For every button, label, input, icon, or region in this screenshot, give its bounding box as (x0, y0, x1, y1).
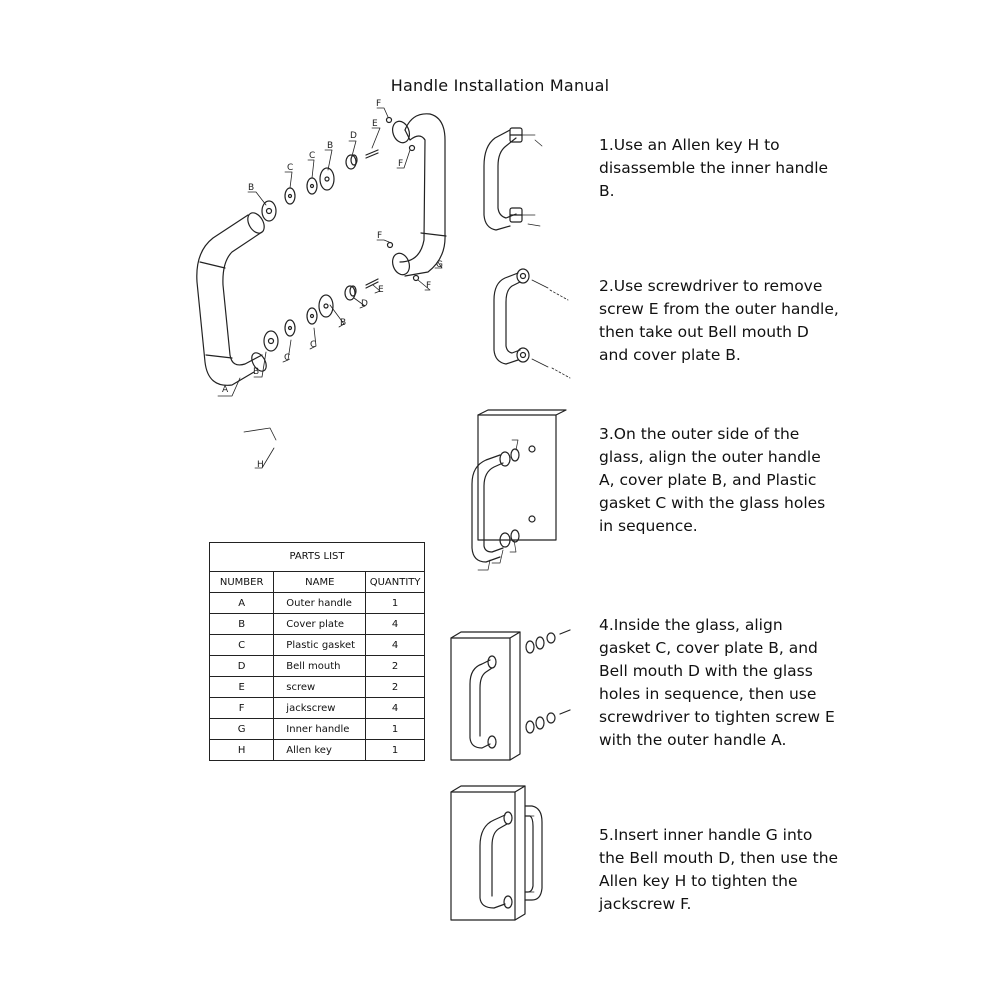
parts-list-header-row: NUMBER NAME QUANTITY (208, 571, 425, 593)
parts-list-title: PARTS LIST (209, 542, 425, 571)
part-number: A (208, 592, 275, 614)
part-name: Outer handle (273, 592, 367, 614)
part-name: Inner handle (273, 718, 367, 740)
label-b-lower-2: B (340, 318, 346, 328)
table-row: D Bell mouth 2 (208, 655, 425, 677)
exploded-parts-top (261, 116, 416, 222)
step5-glass-drawing (450, 785, 543, 921)
page-title: Handle Installation Manual (390, 76, 610, 95)
label-h: H (257, 460, 264, 470)
part-quantity: 1 (365, 718, 425, 740)
part-quantity: 1 (365, 592, 425, 614)
table-row: F jackscrew 4 (208, 697, 425, 719)
part-name: screw (273, 676, 367, 698)
label-e-upper: E (372, 119, 378, 129)
step-1-text: 1.Use an Allen key H to disassemble the … (599, 136, 829, 200)
part-quantity: 4 (365, 697, 425, 719)
step-5-text: 5.Insert inner handle G into the Bell mo… (599, 826, 839, 913)
outer-handle-a-drawing (196, 212, 267, 386)
step2-handle-drawing (493, 268, 571, 379)
step-3-text: 3.On the outer side of the glass, align … (599, 425, 826, 535)
table-row: A Outer handle 1 (208, 592, 425, 614)
step3-glass-drawing (471, 409, 567, 571)
step-2-text: 2.Use screwdriver to remove screw E from… (599, 277, 839, 364)
label-g: G (436, 260, 443, 270)
leader-lines (217, 107, 443, 469)
diagram-label-group: A B C C B D E F G F B C C B D E F F H (222, 99, 443, 470)
parts-list-table: PARTS LIST NUMBER NAME QUANTITY A Outer … (208, 542, 425, 761)
label-b-upper-2: B (327, 141, 333, 151)
part-name: Plastic gasket (273, 634, 367, 656)
header-quantity: QUANTITY (365, 571, 425, 593)
label-e-lower: E (378, 285, 384, 295)
part-number: G (208, 718, 275, 740)
label-c-upper: C (287, 163, 293, 173)
part-quantity: 1 (365, 739, 425, 761)
part-quantity: 4 (365, 613, 425, 635)
part-number: F (208, 697, 275, 719)
part-number: H (208, 739, 275, 761)
table-row: B Cover plate 4 (208, 613, 425, 635)
label-d-upper: D (350, 131, 357, 141)
label-c-lower-2: C (310, 340, 316, 350)
step1-handle-drawing (483, 127, 543, 231)
table-row: E screw 2 (208, 676, 425, 698)
part-number: B (208, 613, 275, 635)
label-b-upper: B (248, 183, 254, 193)
exploded-parts-bottom (263, 241, 420, 352)
part-quantity: 2 (365, 676, 425, 698)
part-quantity: 4 (365, 634, 425, 656)
label-b-lower: B (253, 367, 259, 377)
label-c-lower-1: C (284, 353, 290, 363)
step4-glass-drawing (450, 629, 571, 761)
part-number: E (208, 676, 275, 698)
step-4-text: 4.Inside the glass, align gasket C, cove… (599, 616, 835, 749)
header-number: NUMBER (208, 571, 275, 593)
label-a: A (222, 385, 229, 395)
header-name: NAME (273, 571, 367, 593)
label-f-mid: F (377, 231, 382, 241)
label-d-lower: D (361, 299, 368, 309)
part-name: Allen key (273, 739, 367, 761)
label-f-lower: F (426, 281, 431, 291)
label-f-upper: F (376, 99, 381, 109)
part-name: Bell mouth (273, 655, 367, 677)
table-row: H Allen key 1 (208, 739, 425, 761)
table-row: C Plastic gasket 4 (208, 634, 425, 656)
label-c-upper-2: C (309, 151, 315, 161)
part-number: C (208, 634, 275, 656)
part-name: Cover plate (273, 613, 367, 635)
label-f-upper-2: F (398, 159, 403, 169)
table-row: G Inner handle 1 (208, 718, 425, 740)
inner-handle-g-drawing (391, 113, 447, 277)
part-quantity: 2 (365, 655, 425, 677)
part-name: jackscrew (273, 697, 367, 719)
part-number: D (208, 655, 275, 677)
